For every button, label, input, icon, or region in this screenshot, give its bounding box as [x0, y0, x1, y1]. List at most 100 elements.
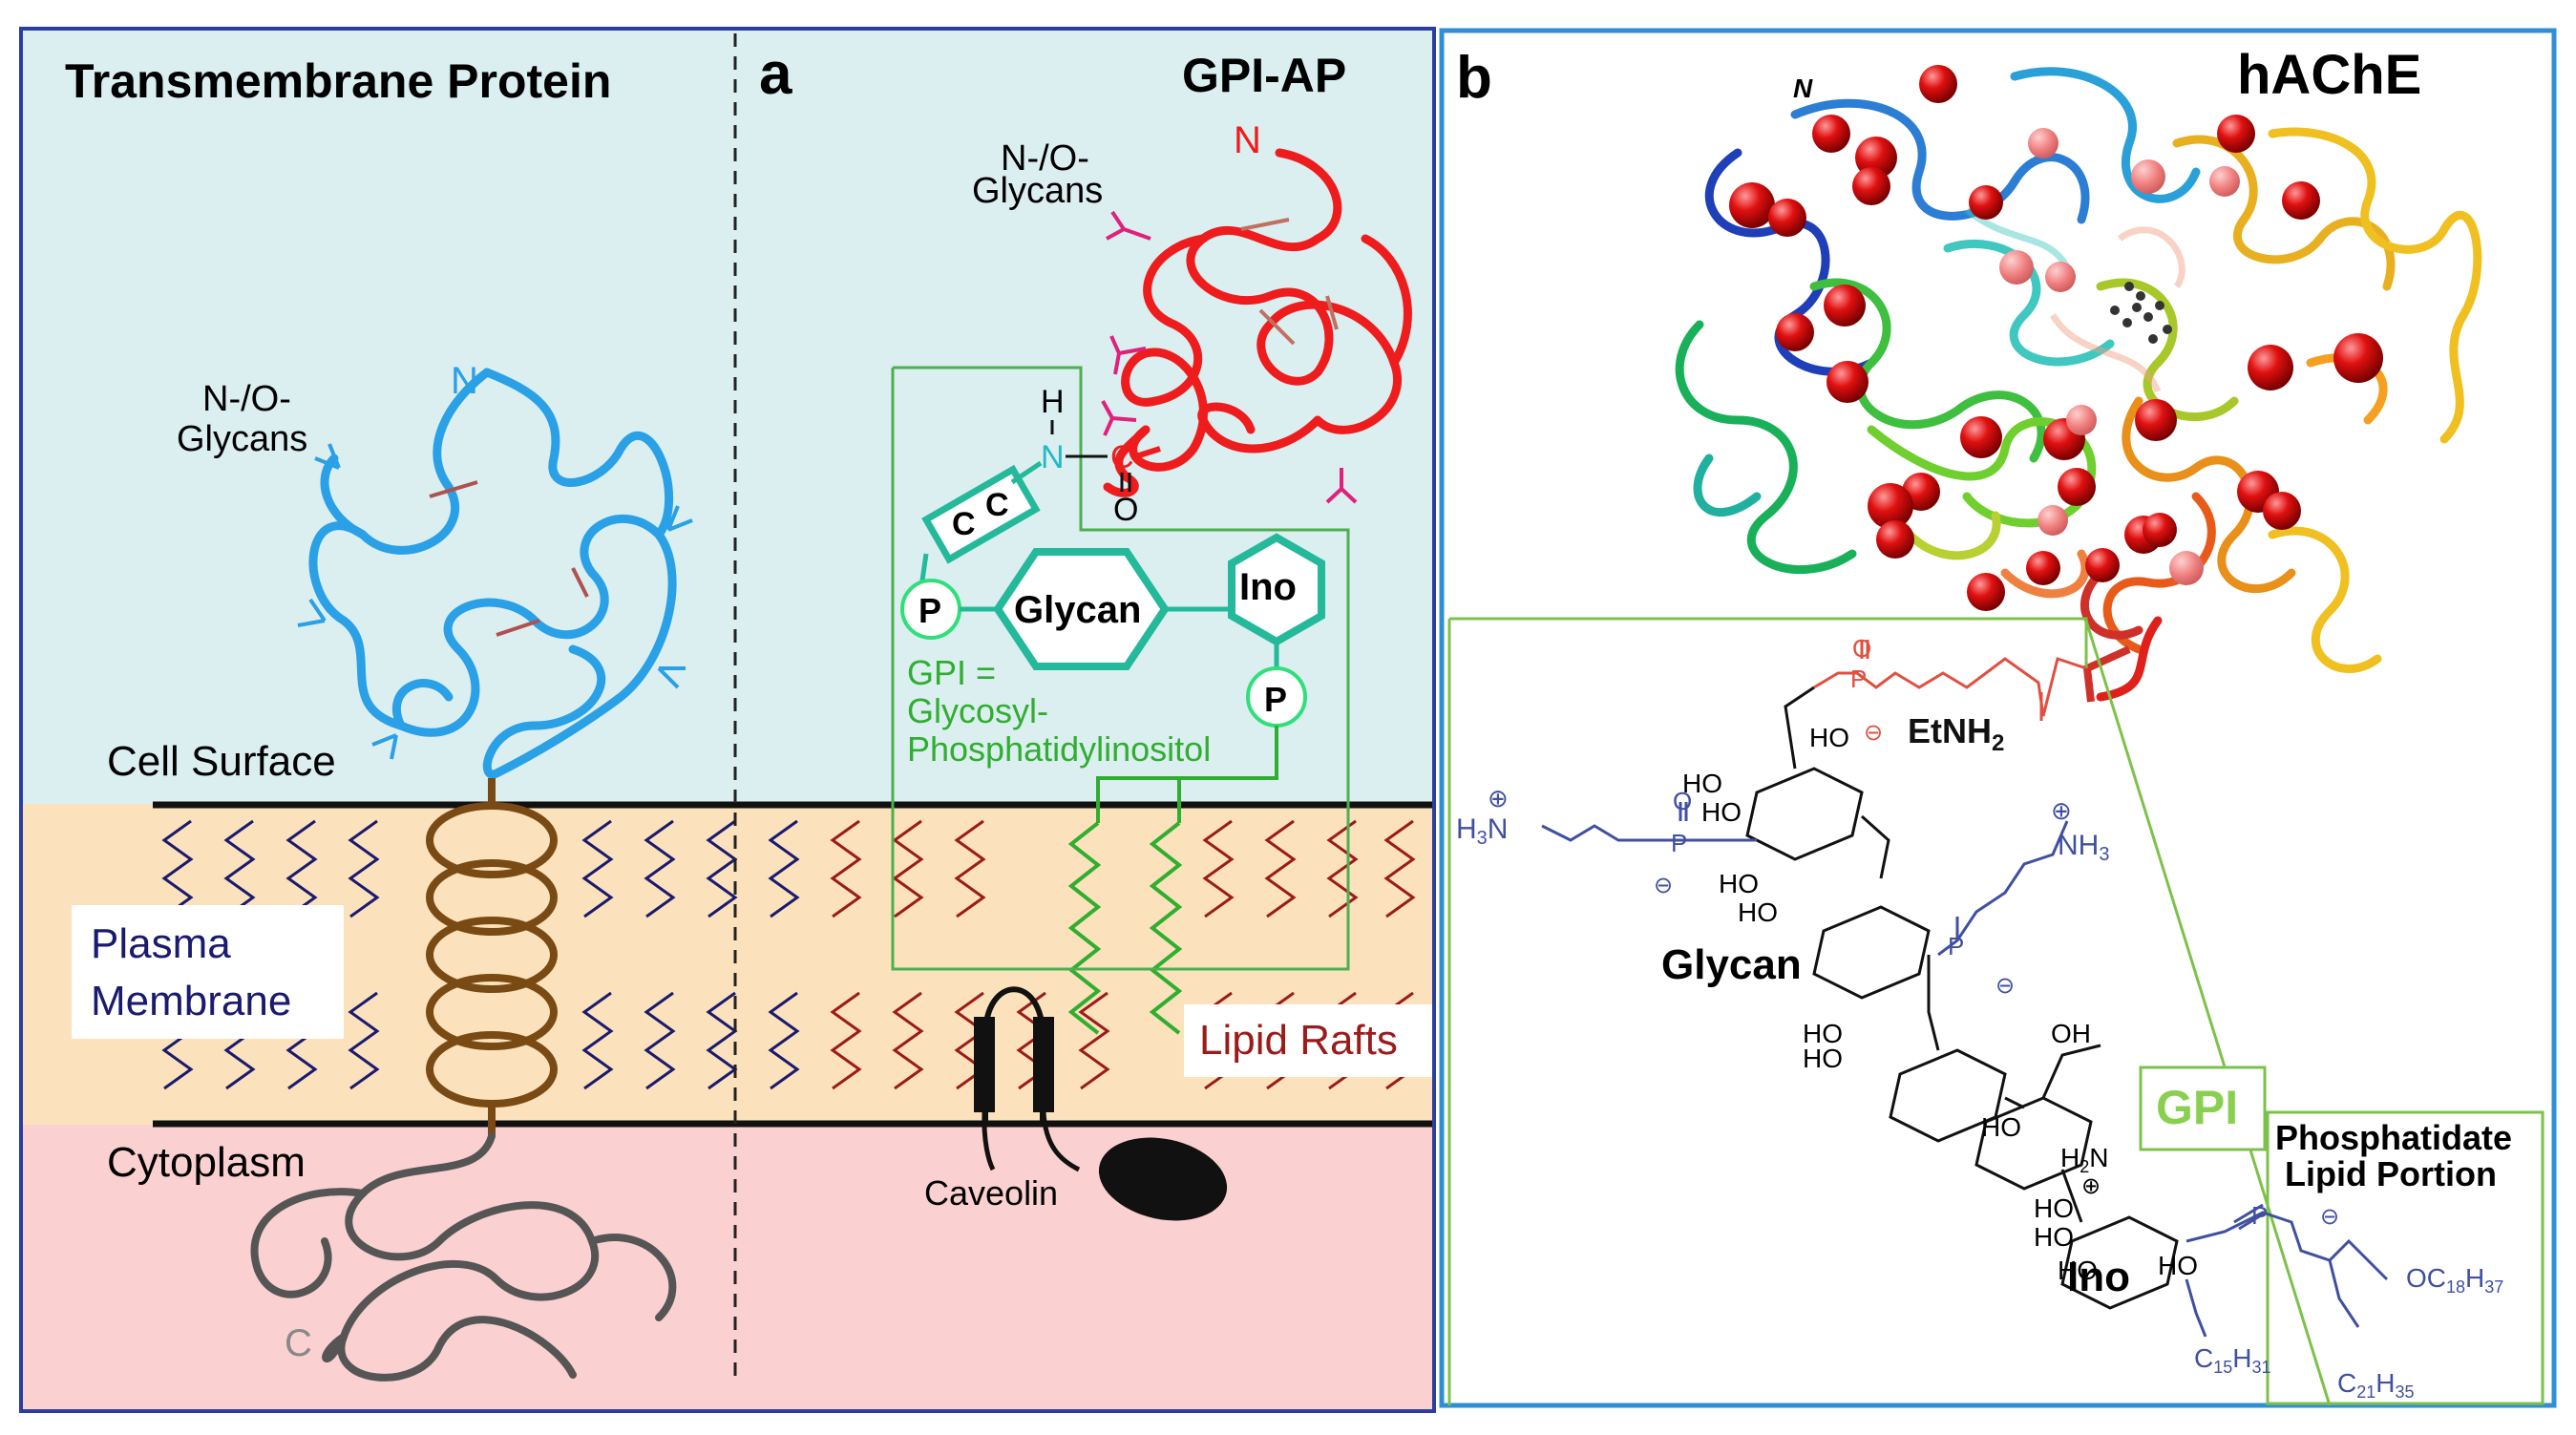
tm-protein-cytoplasmic [250, 1132, 677, 1382]
gpi-label-box [2139, 1066, 2267, 1151]
gpi-def-line1: GPI = [907, 653, 996, 692]
minus-1: ⊖ [1864, 719, 1883, 746]
glycan-box-label: Glycan [1014, 589, 1141, 631]
transmembrane-title: Transmembrane Protein [65, 54, 611, 108]
h2n-label: H2N [2060, 1143, 2108, 1176]
phosphatidate-line2: Lipid Portion [2285, 1154, 2497, 1193]
c21-label: C21H35 [2337, 1368, 2415, 1402]
plasma-membrane-box [72, 905, 344, 1039]
gpi-inset-diagonal [2084, 620, 2332, 1406]
ho-2: HO [1682, 769, 1722, 798]
phosphatidate-line1: Phosphatidate [2275, 1118, 2512, 1157]
p-to-lipid-bond [1096, 726, 1278, 823]
gpi-glycan-fork-top [1106, 210, 1151, 241]
tm-glycans-line2: Glycans [177, 419, 307, 459]
gpi-n-terminus: N [1234, 119, 1261, 161]
active-site-dots [2110, 282, 2172, 344]
ho-1: HO [1809, 723, 1849, 752]
gpi-lipid-tails [1067, 821, 1183, 1035]
gpi-disulfides [1240, 218, 1339, 346]
gpi-anchor-frame [891, 366, 1350, 971]
ho-5: HO [1738, 897, 1778, 927]
minus-3: ⊖ [1995, 972, 2015, 999]
ho-11: HO [2058, 1256, 2098, 1285]
tm-glycans-line1: N-/O- [202, 379, 291, 419]
ho-3: HO [1701, 797, 1742, 827]
amide-to-protein [1135, 446, 1161, 459]
p-2: P [1671, 829, 1687, 857]
amide-c: C [1110, 439, 1134, 475]
panel-a-frame [19, 27, 1436, 1413]
gpi-glycans-line1: N-/O- [1001, 138, 1089, 179]
glycan-label: Glycan [1661, 941, 1802, 988]
ho-9: HO [2034, 1193, 2074, 1223]
phosphate-1: P [918, 591, 941, 630]
gpi-glycans-line2: Glycans [972, 171, 1103, 211]
h3n-plus: ⊕ [1488, 785, 1509, 813]
tm-helix [426, 778, 558, 1136]
ho-12: HO [2158, 1251, 2198, 1280]
o-1: O [1852, 634, 1871, 663]
p-1: P [1850, 665, 1867, 693]
caveolin-label: Caveolin [924, 1173, 1058, 1213]
nh3-plus: ⊕ [2051, 797, 2072, 826]
p-3: P [1948, 932, 1964, 960]
panel-a: N C [19, 27, 1436, 1413]
ho-7: HO [1803, 1044, 1843, 1073]
gpiap-title: GPI-AP [1182, 49, 1346, 102]
phosphatidate-box [2266, 1110, 2544, 1405]
gpi-label: GPI [2156, 1081, 2238, 1134]
gpi-chemical-blue [1541, 802, 2389, 1338]
h2n-plus: ⊕ [2081, 1172, 2101, 1199]
c-terminus: C [285, 1322, 312, 1364]
lipid-rafts-box [1184, 1004, 1434, 1077]
cell-surface-label: Cell Surface [107, 738, 336, 785]
ho-6: HO [1803, 1019, 1843, 1048]
ino-hexagon [1228, 533, 1325, 646]
gpi-protein-coil [1103, 148, 1412, 497]
tm-n-terminus: N [451, 360, 478, 402]
plasma-line1: Plasma [91, 920, 231, 967]
tm-glycan-forks [297, 443, 693, 760]
ethanolamine-c2: C [985, 487, 1009, 523]
gpi-inset [1447, 617, 2544, 1406]
amide-h: H [1041, 384, 1065, 420]
amide-o: O [1113, 492, 1138, 528]
panel-b-letter: b [1456, 45, 1492, 111]
gpi-glycan-forks [1101, 335, 1358, 504]
ino-label: Ino [2067, 1254, 2130, 1300]
minus-2: ⊖ [1654, 872, 1673, 898]
panel-b: b hAChE [1439, 28, 2557, 1408]
ethanolamine-box [918, 460, 1043, 588]
structure-n: N [1793, 74, 1813, 103]
h3n-label: H3N [1456, 813, 1508, 849]
lipid-rafts-label: Lipid Rafts [1199, 1017, 1398, 1064]
oh-1: OH [2051, 1019, 2091, 1048]
caveolin-shape [974, 986, 1228, 1221]
gpi-inset-frame [1449, 617, 2088, 668]
plasma-line2: Membrane [91, 978, 291, 1024]
p-4: P [2251, 1201, 2268, 1230]
cytoplasm-label: Cytoplasm [107, 1139, 306, 1186]
amide-n: N [1041, 439, 1065, 475]
minus-4: ⊖ [2320, 1203, 2339, 1230]
ethanolamine-c1: C [952, 506, 976, 542]
etnh2: EtNH2 [1908, 711, 2004, 756]
lipid-tails-blue [161, 819, 800, 1090]
phosphate-2: P [1264, 680, 1287, 719]
oc18-label: OC18H37 [2406, 1263, 2503, 1297]
nh3-label: NH3 [2058, 830, 2109, 865]
gpi-chemical-skeleton [1745, 686, 2179, 1310]
hache-title: hAChE [2237, 44, 2421, 106]
gpi-def-line2: Glycosyl- [907, 691, 1048, 730]
hache-atoms [1729, 65, 2383, 611]
ho-10: HO [2034, 1222, 2074, 1252]
c15-label: C15H31 [2194, 1343, 2271, 1377]
ho-8: HO [1981, 1112, 2021, 1142]
gpi-chemical-red [1813, 640, 2087, 721]
tm-disulfides [429, 480, 589, 637]
ho-4: HO [1719, 869, 1759, 898]
o-2: O [1673, 787, 1692, 815]
panel-a-letter: a [759, 41, 792, 107]
